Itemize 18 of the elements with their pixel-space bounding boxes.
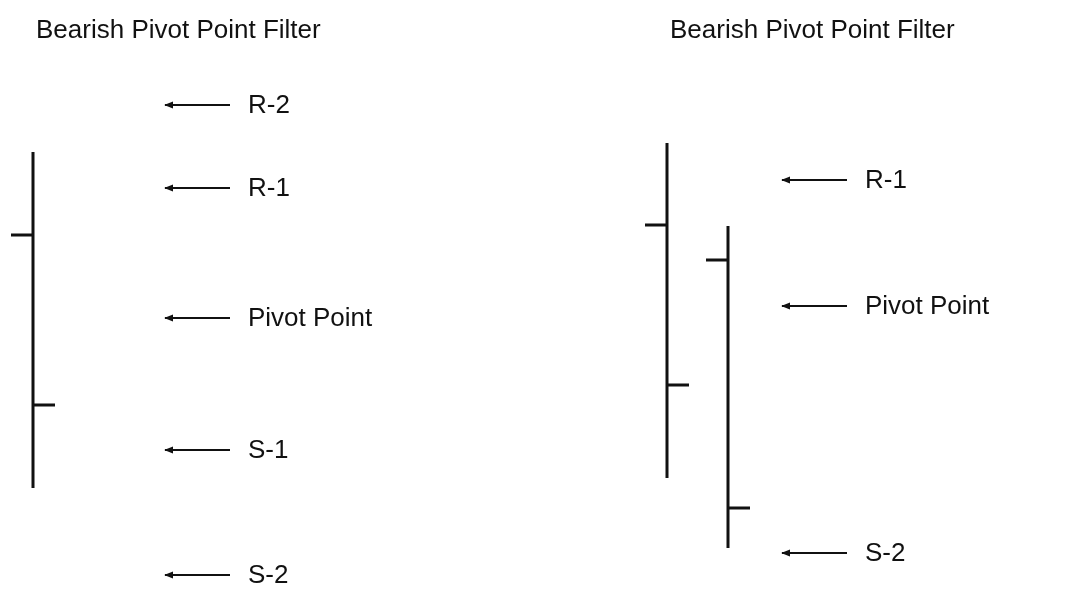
level-label: Pivot Point	[847, 290, 990, 320]
arrow	[781, 549, 848, 557]
level-label: Pivot Point	[230, 302, 373, 332]
chart-heading: Bearish Pivot Point Filter	[36, 14, 321, 44]
level-label: R-1	[230, 172, 290, 202]
arrow	[781, 302, 848, 310]
level-label: R-2	[230, 89, 290, 119]
level-label: S-2	[230, 559, 289, 589]
chart-heading: Bearish Pivot Point Filter	[670, 14, 955, 44]
arrow	[781, 176, 848, 184]
arrow	[164, 571, 231, 579]
level-label: S-2	[847, 537, 906, 567]
level-label: S-1	[230, 434, 289, 464]
level-label: R-1	[847, 164, 907, 194]
arrow	[164, 101, 231, 109]
arrow	[164, 314, 231, 322]
arrow	[164, 446, 231, 454]
arrow	[164, 184, 231, 192]
